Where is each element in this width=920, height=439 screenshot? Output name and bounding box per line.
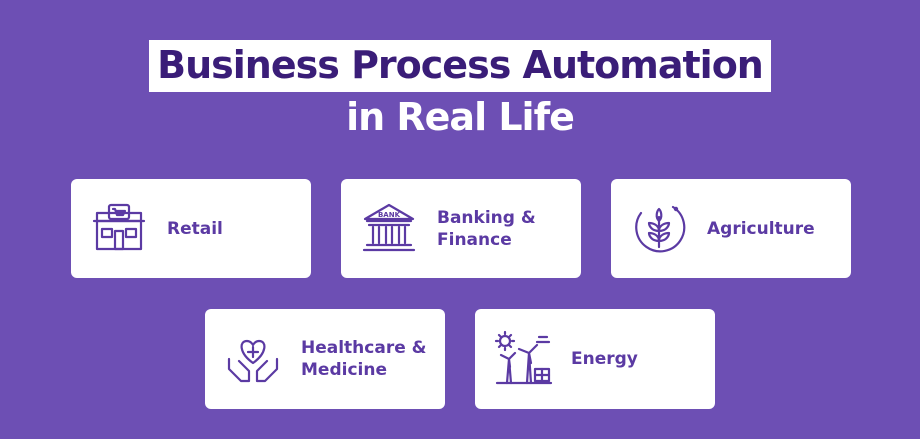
title-line-1: Business Process Automation [149, 40, 771, 92]
card-banking-finance: BANK Banking & Finance [341, 179, 581, 278]
heart-hands-icon [223, 329, 283, 389]
title-line-2: in Real Life [346, 95, 575, 139]
card-retail: Retail [71, 179, 311, 278]
store-icon [89, 199, 149, 259]
card-label: Energy [571, 348, 638, 369]
wheat-icon [629, 199, 689, 259]
card-energy: Energy [475, 309, 715, 409]
card-agriculture: Agriculture [611, 179, 851, 278]
card-label: Agriculture [707, 218, 815, 239]
card-label: Healthcare & Medicine [301, 337, 427, 380]
card-label: Retail [167, 218, 223, 239]
card-label: Banking & Finance [437, 207, 536, 250]
page-title: Business Process Automation in Real Life [0, 40, 920, 140]
bank-icon: BANK [359, 199, 419, 259]
wind-solar-icon [493, 329, 553, 389]
bank-sign-text: BANK [378, 211, 401, 219]
card-healthcare-medicine: Healthcare & Medicine [205, 309, 445, 409]
